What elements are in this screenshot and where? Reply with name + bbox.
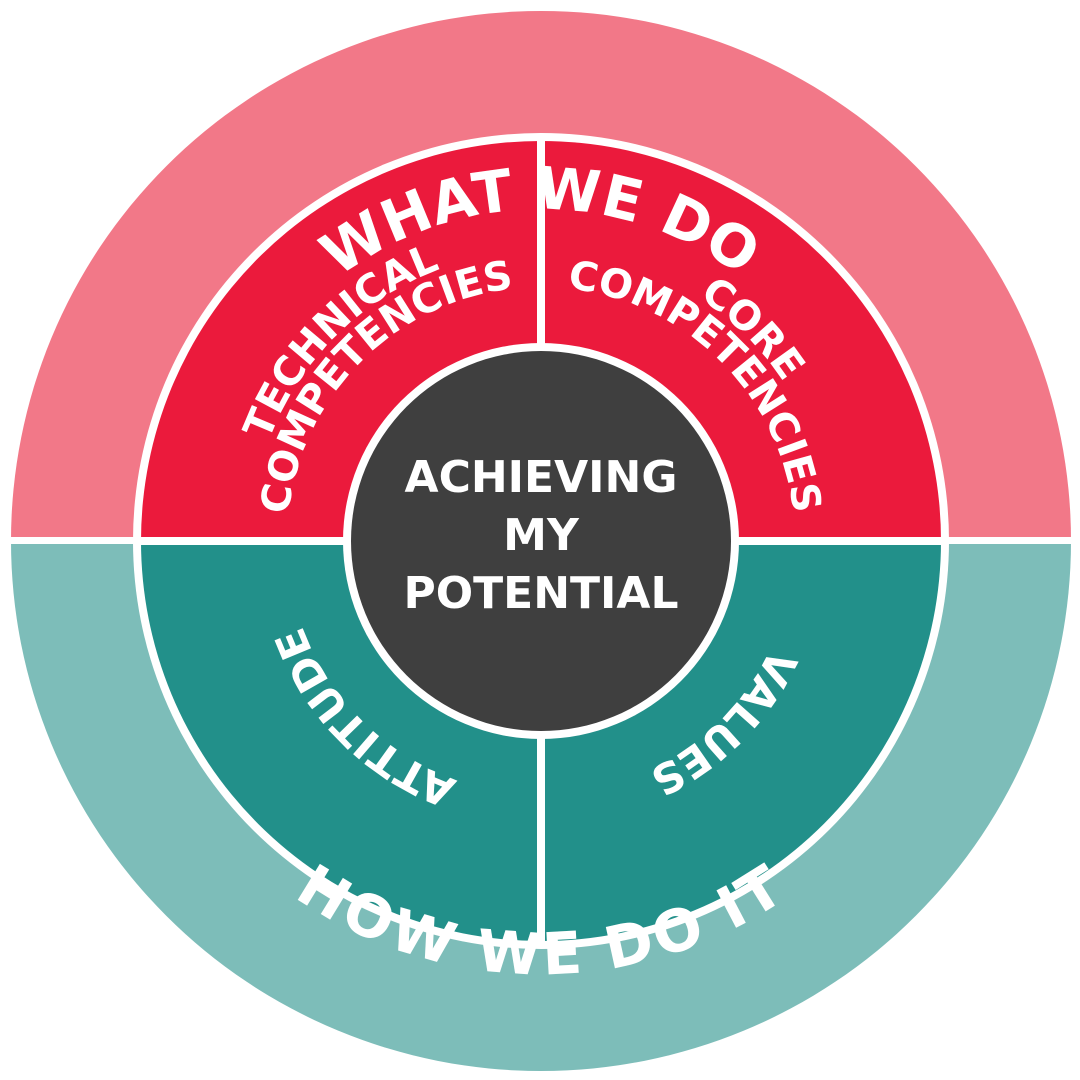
center-label-line1: ACHIEVING [405, 452, 678, 503]
center-label-line2: MY [503, 510, 580, 561]
center-label-line3: POTENTIAL [403, 568, 678, 619]
center-circle [351, 351, 731, 731]
